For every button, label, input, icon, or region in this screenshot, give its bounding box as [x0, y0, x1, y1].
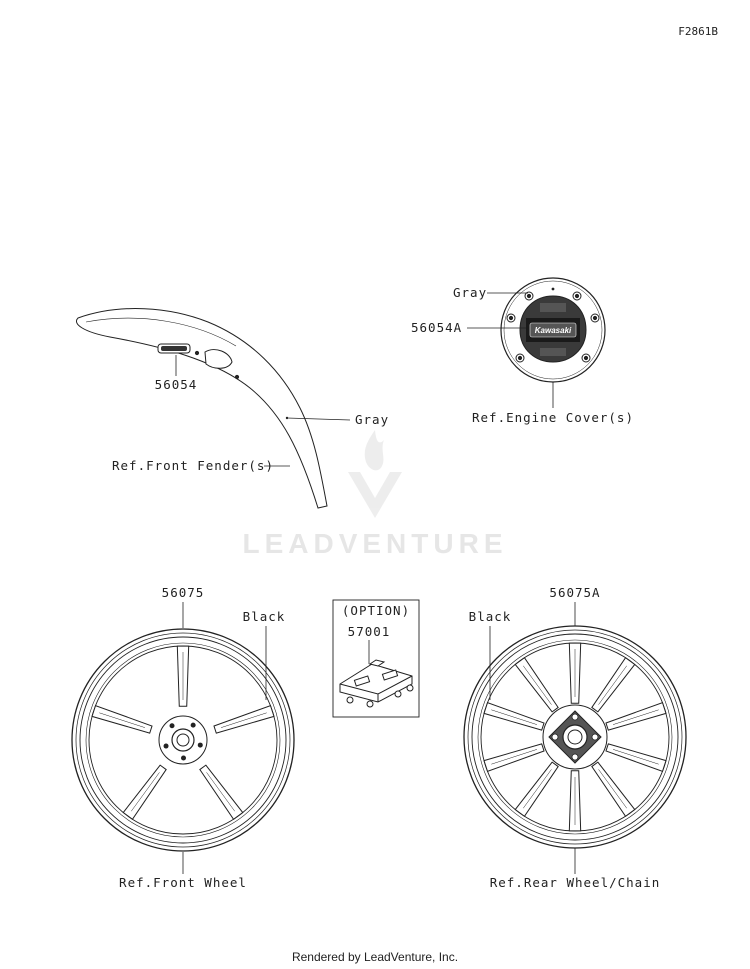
front-wheel-drawing: [71, 628, 295, 852]
front-wheel-part-number[interactable]: 56075: [162, 585, 205, 600]
fender-part-number[interactable]: 56054: [155, 377, 198, 392]
rear-wheel-drawing: [463, 625, 687, 849]
rear-wheel-part-number[interactable]: 56075A: [549, 585, 600, 600]
fender-color-label: Gray: [355, 412, 389, 427]
front-wheel-ref-label: Ref.Front Wheel: [119, 875, 247, 890]
engine-cover-drawing: Kawasaki: [500, 277, 606, 383]
option-title: (OPTION): [342, 603, 410, 618]
engine-part-number[interactable]: 56054A: [411, 320, 462, 335]
rear-wheel-ref-label: Ref.Rear Wheel/Chain: [490, 875, 661, 890]
fender-ref-label: Ref.Front Fender(s): [112, 458, 274, 473]
option-part-number[interactable]: 57001: [348, 624, 391, 639]
footer-credit: Rendered by LeadVenture, Inc.: [291, 950, 459, 964]
engine-color-label: Gray: [453, 285, 487, 300]
leadventure-watermark-logo: [348, 430, 402, 518]
watermark-text: LEADVENTURE: [242, 528, 507, 559]
option-tool-drawing: [339, 659, 414, 708]
rear-wheel-color-label: Black: [469, 609, 512, 624]
front-wheel-color-label: Black: [243, 609, 286, 624]
diagram-code: F2861B: [678, 25, 718, 38]
engine-ref-label: Ref.Engine Cover(s): [472, 410, 634, 425]
front-fender-drawing: [76, 308, 328, 509]
engine-cover-logo-text: Kawasaki: [535, 326, 572, 335]
